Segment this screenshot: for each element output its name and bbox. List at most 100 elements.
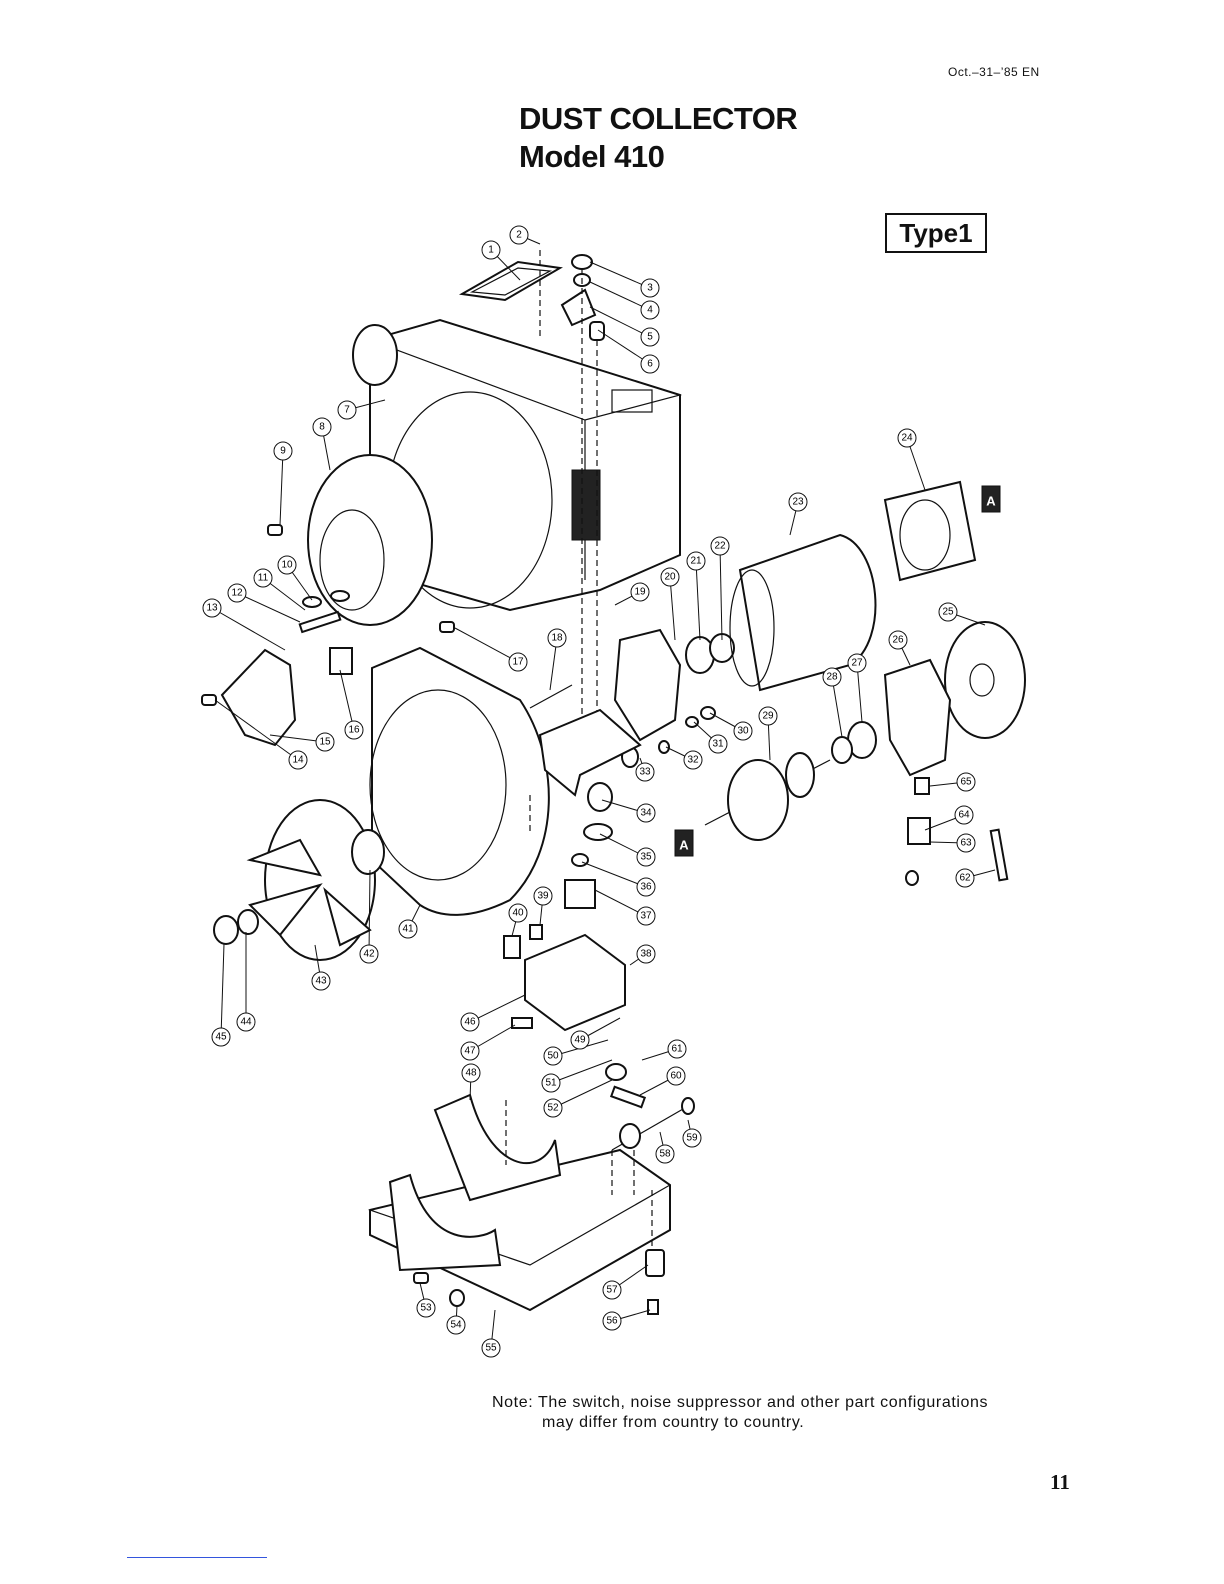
callout-13: 13 (202, 598, 222, 618)
callout-circle (461, 1063, 481, 1083)
part-noise-suppressor (564, 879, 596, 909)
callout-leader-12 (236, 592, 301, 623)
callout-40: 40 (508, 903, 528, 923)
callout-53: 53 (416, 1298, 436, 1318)
callout-leader-52 (552, 1079, 613, 1109)
callout-number: 63 (960, 838, 972, 849)
callout-leader-27 (856, 662, 863, 723)
part-blower-housing (369, 646, 550, 916)
callout-circle (273, 441, 293, 461)
callout-number: 14 (292, 755, 304, 766)
callout-25: 25 (938, 602, 958, 622)
part-switch (329, 647, 353, 675)
callout-circle (481, 1338, 501, 1358)
callout-number: 56 (606, 1316, 618, 1327)
callout-8: 8 (312, 417, 332, 437)
callout-circle (481, 240, 501, 260)
callout-circle (938, 602, 958, 622)
callout-number: 47 (464, 1046, 476, 1057)
callout-number: 54 (450, 1320, 462, 1331)
callout-57: 57 (602, 1280, 622, 1300)
callout-circle (602, 1311, 622, 1331)
callout-number: 36 (640, 882, 652, 893)
callout-number: 41 (402, 924, 414, 935)
part-bearing-front (685, 636, 715, 674)
callout-number: 21 (690, 556, 702, 567)
callout-leader-3 (589, 261, 651, 289)
callout-number: 6 (647, 359, 653, 370)
callout-circle (847, 653, 867, 673)
callout-leader-46 (469, 994, 526, 1023)
callout-circle (460, 1041, 480, 1061)
callout-39: 39 (533, 886, 553, 906)
callout-number: 45 (215, 1032, 227, 1043)
callout-51: 51 (541, 1073, 561, 1093)
part-switch-box (524, 933, 626, 1032)
callout-circle (227, 583, 247, 603)
callout-circle (666, 1066, 686, 1086)
callout-61: 61 (667, 1039, 687, 1059)
callout-31: 31 (708, 734, 728, 754)
callout-leader-21 (695, 560, 701, 641)
callout-4: 4 (640, 300, 660, 320)
part-rear-bracket (883, 658, 952, 777)
part-cooling-fan (944, 621, 1026, 739)
callout-number: 34 (640, 808, 652, 819)
callout-number: 1 (488, 245, 494, 256)
callout-number: 43 (315, 976, 327, 987)
callout-circle (636, 847, 656, 867)
connector-marker-letter: A (679, 838, 689, 853)
callout-leader-42 (368, 869, 371, 955)
callout-circle (533, 886, 553, 906)
callout-leader-14 (214, 699, 299, 761)
callout-46: 46 (460, 1012, 480, 1032)
callout-circle (954, 805, 974, 825)
callout-48: 48 (461, 1063, 481, 1083)
part-wrench (989, 828, 1009, 882)
part-switch-cover (220, 648, 297, 747)
callout-number: 62 (959, 873, 971, 884)
callout-64: 64 (954, 805, 974, 825)
callout-number: 16 (348, 725, 360, 736)
date-code: Oct.–31–’85 EN (948, 65, 1040, 79)
callout-circle (683, 750, 703, 770)
callout-circle (547, 628, 567, 648)
connector-marker-letter: A (986, 494, 996, 509)
part-nameplate (458, 260, 563, 302)
callout-circle (344, 720, 364, 740)
callout-circle (337, 400, 357, 420)
part-small-hardware (201, 524, 455, 706)
part-shaft-assembly (605, 1063, 695, 1151)
callout-leader-9 (279, 450, 284, 526)
callout-58: 58 (655, 1144, 675, 1164)
callout-number: 57 (606, 1285, 618, 1296)
callout-60: 60 (666, 1066, 686, 1086)
callout-15: 15 (315, 732, 335, 752)
callout-35: 35 (636, 847, 656, 867)
callout-62: 62 (955, 868, 975, 888)
callout-33: 33 (635, 762, 655, 782)
callout-circle (708, 734, 728, 754)
callout-number: 49 (574, 1035, 586, 1046)
callout-circle (202, 598, 222, 618)
callout-circle (635, 762, 655, 782)
callout-circle (602, 1280, 622, 1300)
callout-circle (956, 833, 976, 853)
callout-number: 22 (714, 541, 726, 552)
callout-circle (655, 1144, 675, 1164)
callout-circle (686, 551, 706, 571)
callout-circle (543, 1046, 563, 1066)
callout-22: 22 (710, 536, 730, 556)
callout-1: 1 (481, 240, 501, 260)
callout-number: 2 (516, 230, 522, 241)
callout-11: 11 (253, 568, 273, 588)
callout-number: 10 (281, 560, 293, 571)
callout-23: 23 (788, 492, 808, 512)
callout-number: 11 (258, 573, 269, 584)
callout-14: 14 (288, 750, 308, 770)
callout-circle (211, 1027, 231, 1047)
callout-30: 30 (733, 721, 753, 741)
callout-circle (315, 732, 335, 752)
callout-44: 44 (236, 1012, 256, 1032)
callout-circle (508, 652, 528, 672)
